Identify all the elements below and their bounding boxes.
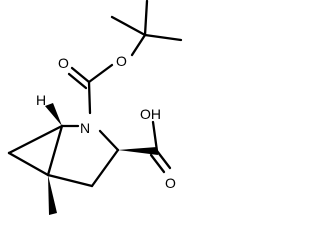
bond-tbu-methyl-right	[143, 33, 183, 42]
bond-tbu-to-oxygen	[130, 33, 147, 57]
bond-acid-double-b	[149, 153, 166, 174]
tert-butyl-group	[110, 0, 183, 57]
bond-carbonyl-double-a	[70, 66, 91, 84]
bond-carbonyl-c-to-n	[87, 80, 92, 115]
atom-label-acid-hydroxyl: OH	[140, 106, 161, 122]
boc-carbamate	[67, 63, 114, 115]
wedge-bond-c3-carboxyl	[118, 147, 158, 155]
bond-tbu-methyl-top	[143, 0, 149, 37]
bicyclic-ring	[7, 124, 120, 188]
atom-label-acid-carbonyl-o: O	[165, 175, 176, 191]
atom-label-stereo-hydrogen: H	[36, 92, 46, 108]
bond-n-to-c3	[98, 129, 120, 152]
bond-acid-c-to-oh	[151, 120, 159, 153]
wedge-bond-c1-h	[45, 103, 62, 126]
bond-c1-to-c5	[46, 124, 64, 177]
bond-c5-to-c6	[7, 151, 50, 177]
bond-c3-to-c4	[90, 148, 120, 188]
stereo-bonds	[45, 103, 158, 215]
bond-tbu-methyl-left	[110, 15, 147, 37]
bond-oxygen-to-carbonyl-c	[87, 63, 114, 84]
chemical-structure: O O N H OH O	[7, 0, 183, 215]
bond-acid-double-a	[155, 149, 172, 170]
carboxylic-acid	[149, 120, 172, 174]
bond-c4-to-c5	[46, 173, 94, 188]
bond-c1-to-c6	[7, 124, 64, 155]
atom-label-ether-oxygen: O	[116, 53, 127, 69]
bond-carbonyl-double-b	[67, 72, 88, 90]
atom-label-boc-carbonyl-o: O	[58, 55, 69, 71]
wedge-bond-c5-methyl	[48, 175, 57, 215]
atom-label-ring-nitrogen: N	[80, 120, 90, 136]
